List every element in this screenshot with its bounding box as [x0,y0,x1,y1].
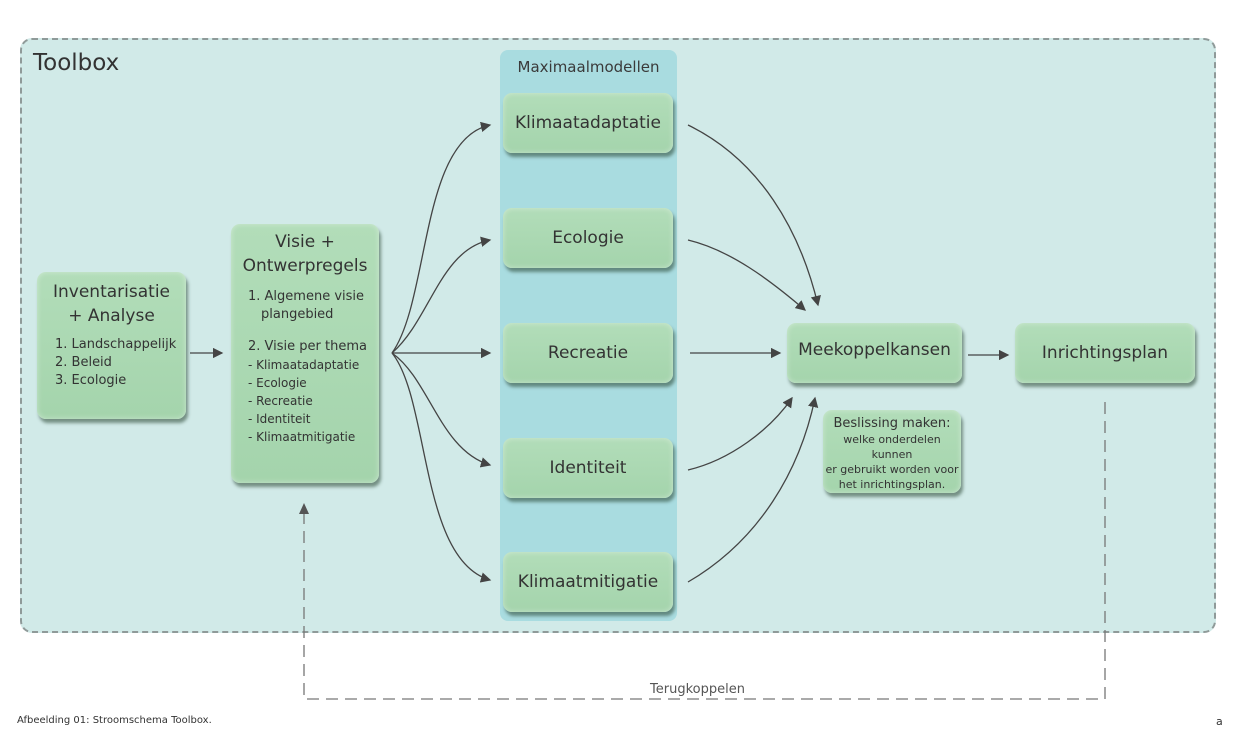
list-item: - Ecologie [248,376,307,390]
arrow-visie-model-2 [391,236,492,354]
feedback-dashed-line [303,402,1106,700]
arrow-model-1-meekoppel [687,124,821,307]
list-item: 2. Visie per thema [248,339,367,354]
feedback-arrowhead-icon [299,503,309,514]
beslissing-line: er gebruikt worden voor [825,463,959,476]
model-box-klimaatadaptatie: Klimaatadaptatie [503,93,673,153]
arrow-visie-model-5 [391,352,492,583]
beslissing-line: het inrichtingsplan. [838,478,946,491]
inventarisatie-title: Inventarisatie [53,282,170,302]
visie-box: Visie + Ontwerpregels 1. Algemene visie … [231,224,379,483]
arrow-visie-model-4 [391,352,492,468]
arrow-model-4-meekoppel [687,396,793,471]
meekoppelkansen-box: Meekoppelkansen [787,323,962,383]
list-item: 3. Ecologie [55,373,127,388]
model-box-klimaatmitigatie: Klimaatmitigatie [503,552,673,612]
inrichtingsplan-box: Inrichtingsplan [1015,323,1195,383]
visie-title: Visie + [275,232,335,252]
arrow-model-5-meekoppel [687,396,819,583]
list-item: 2. Beleid [55,355,112,370]
model-box-ecologie: Ecologie [503,208,673,268]
list-item: - Recreatie [248,394,313,408]
list-item: - Identiteit [248,412,311,426]
inventarisatie-subtitle: + Analyse [68,306,155,326]
arrow-visie-model-1 [391,121,492,354]
list-item: - Klimaatmitigatie [248,430,356,444]
visie-subtitle: Ontwerpregels [242,256,368,276]
toolbox-title: Toolbox [33,50,120,76]
page-letter: a [1216,715,1223,728]
beslissing-title: Beslissing maken: [833,416,951,431]
column-title: Maximaalmodellen [517,58,660,76]
list-item: plangebied [261,307,334,322]
model-box-identiteit: Identiteit [503,438,673,498]
figure-caption: Afbeelding 01: Stroomschema Toolbox. [17,715,212,726]
arrow-model-2-meekoppel [687,239,806,311]
list-item: 1. Landschappelijk [55,337,177,352]
model-box-recreatie: Recreatie [503,323,673,383]
list-item: - Klimaatadaptatie [248,358,360,372]
beslissing-line: welke onderdelen kunnen [843,433,941,461]
list-item: 1. Algemene visie [248,289,365,304]
beslissing-box: Beslissing maken: welke onderdelen kunne… [823,410,961,493]
feedback-label: Terugkoppelen [650,682,745,697]
inventarisatie-box: Inventarisatie + Analyse 1. Landschappel… [37,272,186,419]
